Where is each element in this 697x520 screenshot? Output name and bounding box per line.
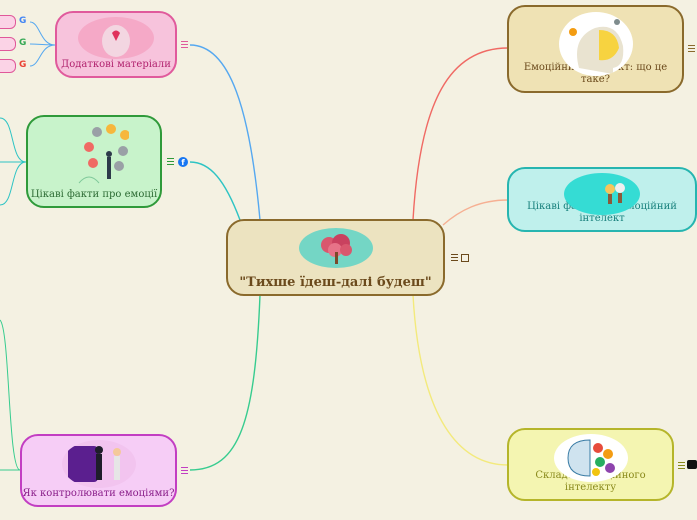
menu-icon[interactable] [181,467,188,474]
topic-interesting-emotions[interactable]: Цікаві факти про емоції [26,115,162,208]
brain-tree-image [298,228,373,268]
central-topic-label: "Тихше їдеш-далі будеш" [239,275,432,290]
link-badge[interactable]: і [0,37,16,51]
link-badge[interactable]: а [0,15,16,29]
menu-icon[interactable] [451,254,458,261]
menu-icon[interactable] [688,45,695,52]
lightbulbs-image [564,173,640,215]
topic-label: Як контролювати емоціями? [22,488,175,499]
topic-components-ei[interactable]: Складові емоційного інтелекту [507,428,674,501]
topic-control-emotions[interactable]: Як контролювати емоціями? [20,434,177,507]
menu-icon[interactable] [678,462,685,469]
attachment-icon[interactable] [687,460,697,469]
topic-additional-materials[interactable]: Додаткові матеріали [55,11,177,78]
topic-what-is-ei[interactable]: Емоційний інтелект: що це таке? [507,5,684,93]
google-icon[interactable]: G [19,38,27,48]
facebook-icon[interactable]: f [178,157,188,167]
topic-label: Цікаві факти про емоції [30,189,158,200]
emoji-person-image [59,121,129,191]
google-icon[interactable]: G [19,16,27,26]
central-topic[interactable]: "Тихше їдеш-далі будеш" [226,219,445,296]
colorful-brain-image [553,434,628,482]
topic-label: Додаткові матеріали [61,59,171,70]
menu-icon[interactable] [167,158,174,165]
control-emotions-image [61,440,136,488]
external-link-icon[interactable] [461,254,469,262]
ei-head-image [558,12,633,76]
google-icon[interactable]: G [19,60,27,70]
menu-icon[interactable] [181,41,188,48]
link-badge[interactable]: а [0,59,16,73]
topic-interesting-ei[interactable]: Цікаві факти про емоційний інтелект [507,167,697,232]
head-heart-image [78,17,154,59]
